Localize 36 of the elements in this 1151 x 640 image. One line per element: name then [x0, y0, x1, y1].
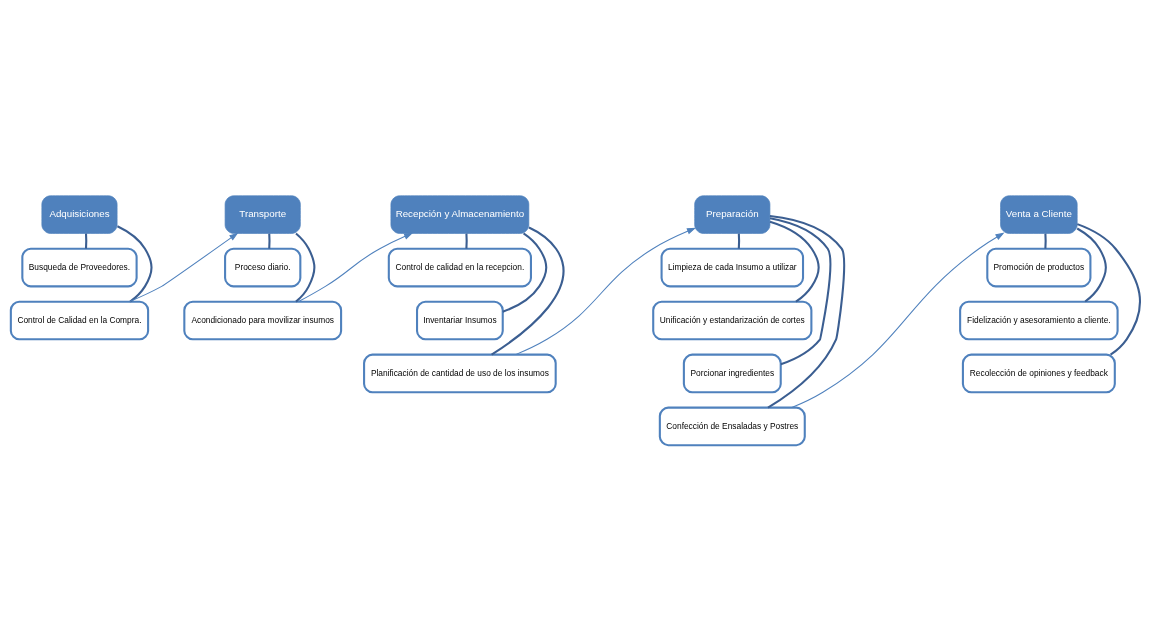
connector [84, 233, 88, 249]
connector [769, 220, 820, 303]
connector [1077, 222, 1141, 355]
node-box: Preparación [694, 194, 771, 234]
node-box: Fidelización y asesoramiento a cliente. [959, 300, 1119, 340]
node-box: Porcionar ingredientes [682, 353, 782, 393]
connector [767, 214, 846, 408]
arrow [298, 232, 414, 302]
node-box: Venta a Cliente [1000, 194, 1078, 234]
connector [465, 233, 468, 249]
node-box: Limpieza de cada Insumo a utilizar [660, 247, 805, 287]
node-box: Recolección de opiniones y feedback [961, 353, 1116, 393]
connector [1044, 233, 1047, 249]
connector [268, 233, 271, 249]
arrow [128, 232, 239, 302]
node-box: Adquisiciones [41, 194, 118, 234]
node-box: Control de Calidad en la Compra. [9, 300, 150, 340]
node-box: Recepción y Almacenamiento [390, 194, 530, 234]
arrow [515, 227, 696, 355]
connector [295, 232, 316, 302]
connector [116, 224, 153, 302]
node-box: Unificación y estandarización de cortes [652, 300, 813, 340]
connector [502, 232, 548, 313]
arrow [791, 232, 1005, 408]
node-box: Transporte [224, 194, 301, 234]
node-box: Inventariar Insumos [416, 300, 504, 340]
node-box: Proceso diario. [224, 247, 302, 287]
connector [769, 216, 832, 365]
node-box: Acondicionado para movilizar insumos [183, 300, 343, 340]
node-box: Promoción de productos [986, 247, 1092, 287]
node-box: Control de calidad en la recepcion. [387, 247, 532, 287]
node-box: Confección de Ensaladas y Postres [658, 406, 806, 446]
connector [737, 233, 741, 249]
connector [491, 226, 565, 355]
node-box: Planificación de cantidad de uso de los insumos [363, 353, 557, 393]
node-box: Busqueda de Proveedores. [21, 247, 138, 287]
